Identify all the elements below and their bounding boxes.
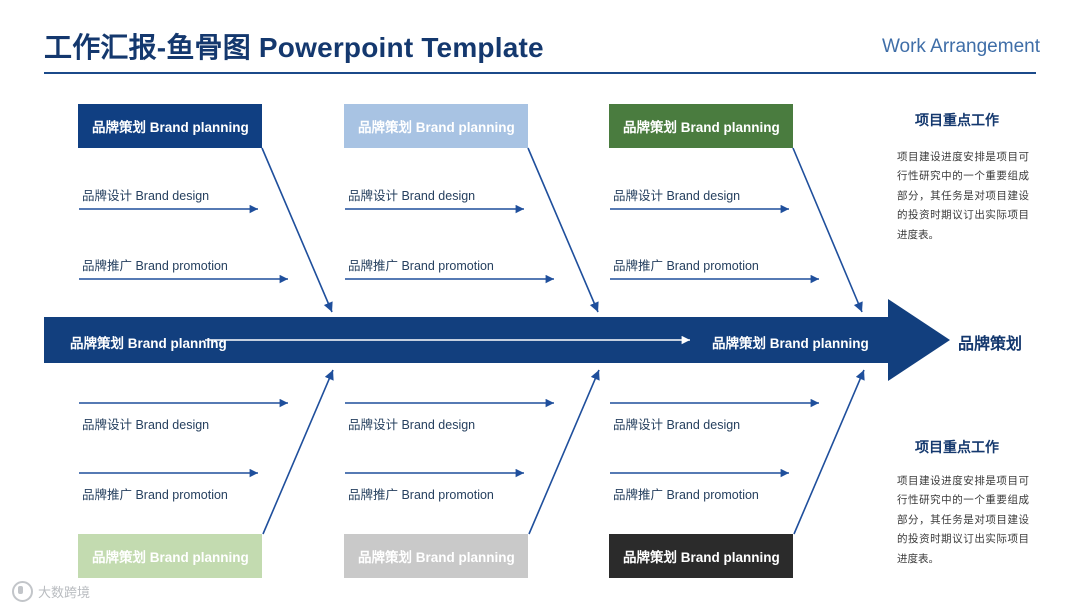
top-category-box-2[interactable]: 品牌策划 Brand planning [344, 104, 528, 148]
bottom-category-label-2: 品牌策划 Brand planning [358, 550, 515, 565]
note-title-1: 项目重点工作 [915, 112, 999, 128]
top-category-box-3[interactable]: 品牌策划 Brand planning [609, 104, 793, 148]
bottom-branch-label-3-2: 品牌推广 Brand promotion [613, 488, 759, 502]
bottom-category-label-3: 品牌策划 Brand planning [623, 550, 780, 565]
bottom-branch-label-1-1: 品牌设计 Brand design [82, 418, 210, 432]
spine-label-left: 品牌策划 Brand planning [70, 336, 227, 351]
note-body-1: 项目建设进度安排是项目可行性研究中的一个重要组成部分，其任务是对项目建设的投资时… [897, 151, 1029, 241]
page-title: 工作汇报-鱼骨图 Powerpoint Template [44, 32, 544, 63]
bottom-category-box-1[interactable]: 品牌策划 Brand planning [78, 534, 262, 578]
bottom-category-box-2[interactable]: 品牌策划 Brand planning [344, 534, 528, 578]
top-diagonal-connectors [261, 147, 863, 313]
watermark-logo-icon [12, 581, 33, 602]
top-category-label-2: 品牌策划 Brand planning [358, 120, 515, 135]
top-branch-label-3-1: 品牌设计 Brand design [613, 189, 741, 203]
header-divider [44, 72, 1036, 74]
bottom-category-label-1: 品牌策划 Brand planning [92, 550, 249, 565]
top-branch-label-3-2: 品牌推广 Brand promotion [613, 259, 759, 273]
note-body-2: 项目建设进度安排是项目可行性研究中的一个重要组成部分，其任务是对项目建设的投资时… [897, 475, 1029, 565]
bottom-category-box-3[interactable]: 品牌策划 Brand planning [609, 534, 793, 578]
watermark-text: 大数跨境 [38, 585, 91, 600]
top-branch-label-1-1: 品牌设计 Brand design [82, 189, 210, 203]
top-branch-label-1-2: 品牌推广 Brand promotion [82, 259, 228, 273]
spine-label-right: 品牌策划 Brand planning [712, 336, 869, 351]
top-branch-label-2-1: 品牌设计 Brand design [348, 189, 476, 203]
bottom-branch-label-3-1: 品牌设计 Brand design [613, 418, 741, 432]
page-subtitle: Work Arrangement [881, 36, 1040, 57]
bottom-branch-label-1-2: 品牌推广 Brand promotion [82, 488, 228, 502]
top-category-box-1[interactable]: 品牌策划 Brand planning [78, 104, 262, 148]
bottom-diagonal-connectors [262, 369, 865, 535]
fishbone-head-label: 品牌策划 [958, 336, 1023, 353]
bottom-branch-label-2-2: 品牌推广 Brand promotion [348, 488, 494, 502]
bottom-branch-label-2-1: 品牌设计 Brand design [348, 418, 476, 432]
top-category-label-3: 品牌策划 Brand planning [623, 120, 780, 135]
watermark: 大数跨境 [12, 581, 90, 602]
top-branch-label-2-2: 品牌推广 Brand promotion [348, 259, 494, 273]
top-category-label-1: 品牌策划 Brand planning [92, 120, 249, 135]
note-title-2: 项目重点工作 [915, 439, 999, 455]
